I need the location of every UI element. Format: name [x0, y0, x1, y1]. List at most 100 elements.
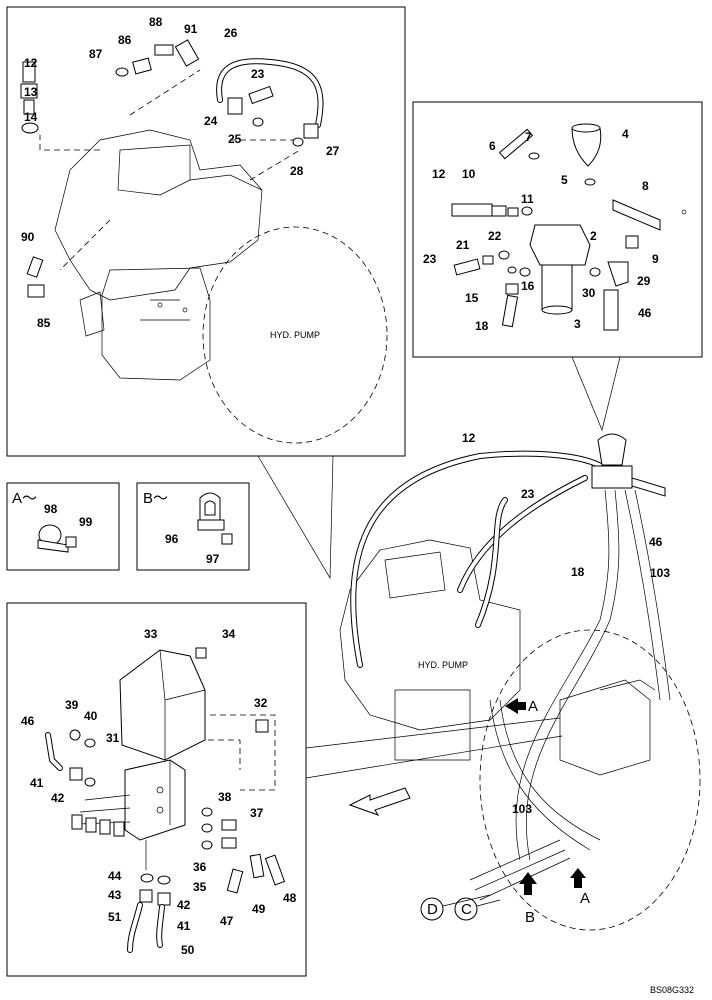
callout-pointer-top-right: [571, 356, 621, 432]
callout-46-bottom: 46: [21, 714, 35, 728]
connector-leader-lines: [442, 894, 501, 907]
callout-37: 37: [250, 806, 264, 820]
hyd-pump-label-upper: HYD. PUMP: [270, 330, 320, 340]
callout-14: 14: [24, 110, 38, 124]
fitting-12-13-14: [20, 61, 39, 134]
overview-filter: [591, 433, 666, 497]
callout-pointer-top-left: [257, 455, 334, 580]
callout-24: 24: [204, 114, 218, 128]
callout-49: 49: [252, 902, 266, 916]
callout-42-lower: 42: [177, 898, 191, 912]
connector-d-circle: [420, 897, 444, 921]
callout-13: 13: [24, 85, 38, 99]
bottom-left-detail-frame: [6, 602, 307, 977]
callout-96: 96: [165, 532, 179, 546]
callout-4: 4: [622, 127, 629, 141]
callout-39: 39: [65, 698, 79, 712]
fittings-23-24-25-27-28: [227, 85, 319, 147]
callout-103-upper: 103: [650, 566, 670, 580]
callout-32: 32: [254, 696, 268, 710]
callout-6: 6: [489, 139, 496, 153]
callout-27: 27: [326, 144, 340, 158]
callout-88: 88: [149, 15, 163, 29]
arrow-a-upper-label: A: [528, 698, 538, 715]
front-direction-arrow: [348, 787, 411, 816]
callout-pointer-bottom-left: [305, 717, 563, 779]
callout-9: 9: [652, 252, 659, 266]
callout-40: 40: [84, 709, 98, 723]
callout-28: 28: [290, 164, 304, 178]
callout-12-right: 12: [432, 167, 446, 181]
callout-47: 47: [220, 914, 234, 928]
top-right-detail-frame: [412, 101, 703, 358]
callout-34: 34: [222, 627, 236, 641]
callout-98: 98: [44, 502, 58, 516]
callout-3: 3: [574, 317, 581, 331]
callout-91: 91: [184, 22, 198, 36]
view-b-frame: [136, 482, 250, 571]
callout-29: 29: [637, 274, 651, 288]
callout-43: 43: [108, 888, 122, 902]
callout-21: 21: [456, 238, 470, 252]
view-b-bracket-drawing: [197, 492, 233, 545]
callout-51: 51: [108, 910, 122, 924]
callout-46-overview: 46: [649, 535, 663, 549]
pump-assembly-drawing: [39, 69, 388, 444]
callout-90: 90: [21, 230, 35, 244]
fittings-86-87-88-91: [115, 39, 200, 77]
callout-86: 86: [118, 33, 132, 47]
view-a-clamp-drawing: [37, 524, 77, 553]
hose-26: [216, 58, 324, 128]
view-a-frame: [6, 482, 120, 571]
callout-12: 12: [24, 56, 38, 70]
filter-assembly-drawing: [451, 123, 687, 331]
callout-103-lower: 103: [512, 802, 532, 816]
callout-31: 31: [106, 731, 120, 745]
view-arrow-b: [519, 872, 537, 895]
callout-23-right: 23: [423, 252, 437, 266]
callout-7: 7: [525, 130, 532, 144]
callout-41: 41: [30, 776, 44, 790]
hyd-pump-outline-upper: [202, 226, 388, 444]
callout-42: 42: [51, 791, 65, 805]
hyd-pump-label-lower: HYD. PUMP: [418, 660, 468, 670]
view-arrow-a-lower: [570, 868, 586, 888]
callout-16: 16: [521, 279, 535, 293]
arrow-b-label: B: [525, 909, 535, 926]
callout-85: 85: [37, 316, 51, 330]
callout-50: 50: [181, 943, 195, 957]
callout-8: 8: [642, 179, 649, 193]
callout-10: 10: [462, 167, 476, 181]
callout-5: 5: [561, 173, 568, 187]
callout-25: 25: [228, 132, 242, 146]
connector-c-circle: [454, 897, 478, 921]
connector-d-label: D: [427, 901, 438, 918]
valve-block-drawing: [71, 647, 276, 953]
callout-22: 22: [488, 229, 502, 243]
callout-41-lower: 41: [177, 919, 191, 933]
callout-35: 35: [193, 880, 207, 894]
callout-18-overview: 18: [571, 565, 585, 579]
drawing-code: BS08G332: [650, 985, 694, 995]
callout-12-overview: 12: [462, 431, 476, 445]
callout-36: 36: [193, 860, 207, 874]
arrow-a-lower-label: A: [580, 890, 590, 907]
valve-side-fittings: [45, 729, 286, 894]
callout-44: 44: [108, 869, 122, 883]
callout-23-overview: 23: [521, 487, 535, 501]
callout-18: 18: [475, 319, 489, 333]
callout-38: 38: [218, 790, 232, 804]
fittings-90-85: [26, 256, 45, 298]
callout-48: 48: [283, 891, 297, 905]
callout-2: 2: [590, 229, 597, 243]
callout-15: 15: [465, 291, 479, 305]
callout-97: 97: [206, 552, 220, 566]
overview-dashed-region: [479, 629, 701, 931]
overview-hoses: [350, 450, 671, 901]
callout-26: 26: [224, 26, 238, 40]
callout-87: 87: [89, 47, 103, 61]
view-a-title: A～: [12, 490, 37, 507]
callout-99: 99: [79, 515, 93, 529]
